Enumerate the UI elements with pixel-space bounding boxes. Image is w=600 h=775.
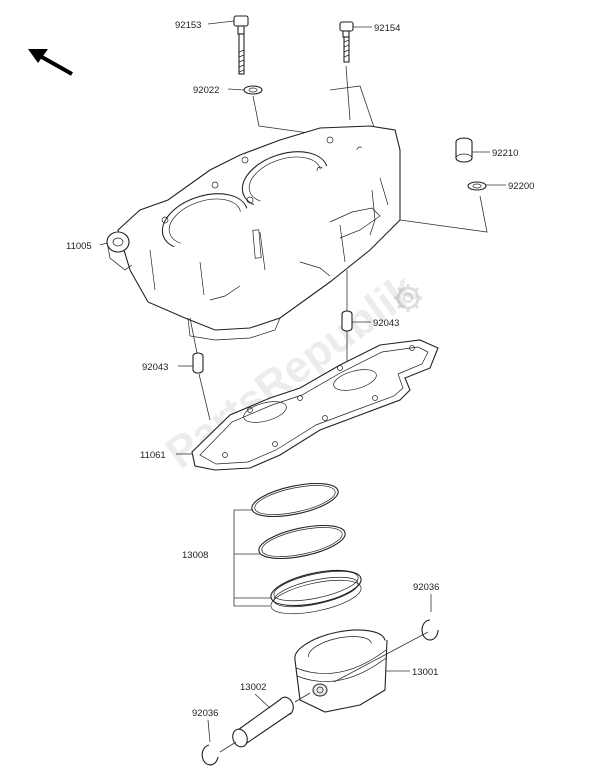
circlip-guide-right <box>333 631 429 683</box>
fitting-guide-line <box>399 195 488 233</box>
fitting-92210 <box>455 137 473 163</box>
arrow-up-left-icon <box>28 49 73 76</box>
label-92036-left: 92036 <box>192 708 218 719</box>
piston-rings-13008 <box>251 482 362 615</box>
gasket-11061 <box>191 339 439 471</box>
piston-pin-13002 <box>232 696 294 748</box>
dowel-pin-92043-left <box>192 352 204 374</box>
bolt-92154 <box>339 21 354 63</box>
cylinder-block-11005 <box>106 125 401 341</box>
label-11005: 11005 <box>66 241 92 252</box>
label-92036-right: 92036 <box>413 582 439 593</box>
label-11061: 11061 <box>140 450 166 461</box>
dowel-pin-92043-right <box>341 310 353 332</box>
washer-92022 <box>243 85 263 95</box>
label-13001: 13001 <box>412 667 438 678</box>
label-13002: 13002 <box>240 682 266 693</box>
part-labels: 92153 92154 92022 92210 92200 11005 9204… <box>66 20 534 719</box>
circlip-92036-right <box>421 619 439 641</box>
circlip-92036-left <box>201 744 219 766</box>
label-92153: 92153 <box>175 20 201 31</box>
dowel-guide-left <box>189 317 198 354</box>
label-92200: 92200 <box>508 181 534 192</box>
leader-lines <box>99 20 506 743</box>
dowel-guide-left-lower <box>198 373 211 421</box>
gear-icon <box>394 284 422 312</box>
pin-guide-line <box>294 692 311 703</box>
label-92210: 92210 <box>492 148 518 159</box>
label-92043-left: 92043 <box>142 362 168 373</box>
label-92022: 92022 <box>193 85 219 96</box>
label-13008: 13008 <box>182 550 208 561</box>
bolt-92153 <box>233 15 249 75</box>
washer-92200 <box>467 181 487 191</box>
piston-13001 <box>294 629 388 713</box>
circlip-guide-left <box>219 741 237 753</box>
label-92154: 92154 <box>374 23 400 34</box>
label-92043-right: 92043 <box>373 318 399 329</box>
